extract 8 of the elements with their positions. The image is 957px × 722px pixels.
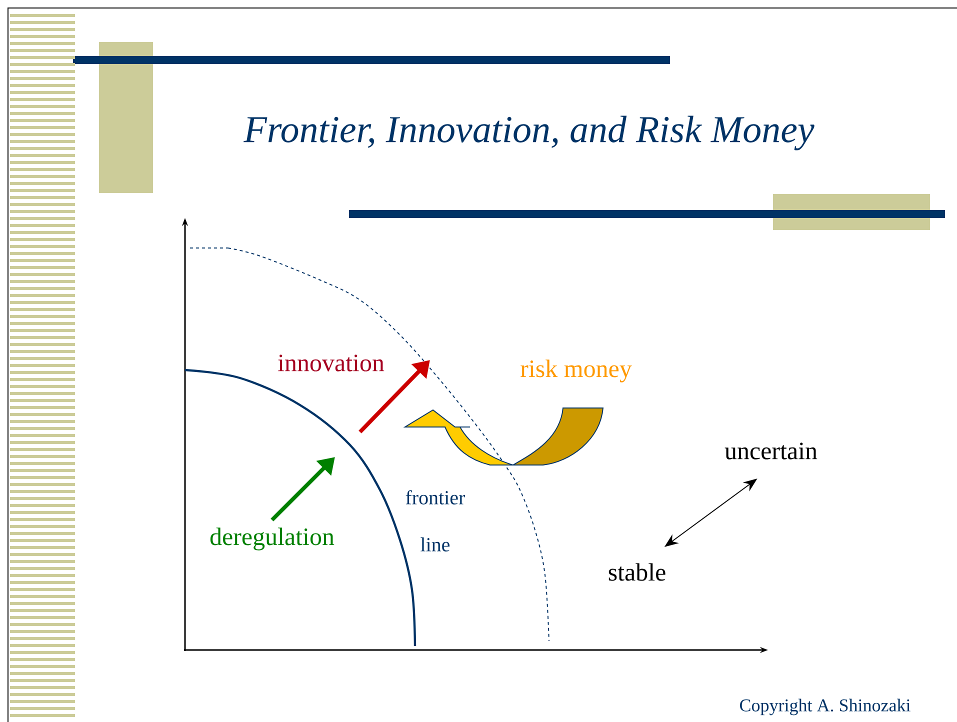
axis-label: stable — [608, 563, 666, 581]
copyright-note: Copyright A. Shinozaki — [740, 698, 910, 716]
curve-label: risk money — [520, 360, 632, 382]
curve-label: innovation — [278, 354, 384, 372]
axis-label: uncertain — [724, 442, 818, 460]
curve-label: deregulation — [210, 528, 334, 550]
curve-label: frontier line — [406, 490, 466, 552]
title: Frontier, Innovation, and Risk Money — [244, 116, 814, 150]
